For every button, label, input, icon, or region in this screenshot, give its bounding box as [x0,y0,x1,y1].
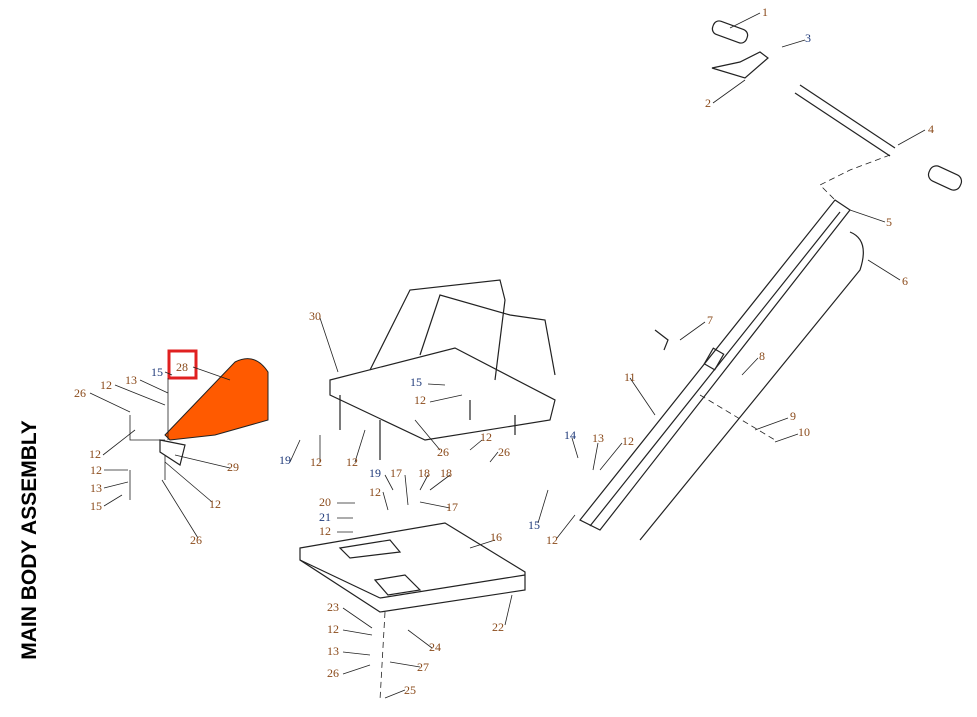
callout-label: 28 [176,360,188,374]
callout-label: 12 [414,393,426,407]
callout-label: 18 [418,466,430,480]
callout-label: 12 [89,447,101,461]
callout-label: 17 [446,500,458,514]
callout-label: 12 [480,430,492,444]
callout-label: 12 [310,455,322,469]
callout-label: 17 [390,466,402,480]
callout-label: 5 [886,215,892,229]
callout-label: 11 [624,370,636,384]
callout-label: 3 [805,31,811,45]
callout-label: 8 [759,349,765,363]
callout-label: 25 [404,683,416,697]
callout-label: 12 [209,497,221,511]
callout-label: 26 [74,386,86,400]
callout-label: 20 [319,495,331,509]
callout-label: 24 [429,640,441,654]
handle-tube [579,199,864,541]
callout-label: 21 [319,510,331,524]
callout-label: 12 [346,455,358,469]
handle-bar [711,20,963,201]
callout-label: 19 [279,453,291,467]
leader-lines [89,12,926,699]
callout-label: 26 [327,666,339,680]
callout-label: 26 [437,445,449,459]
callout-label: 18 [440,466,452,480]
callout-label: 12 [546,533,558,547]
callout-label: 13 [125,373,137,387]
highlight-box [167,349,198,380]
callout-label: 26 [498,445,510,459]
callout-label: 12 [327,622,339,636]
callout-label: 6 [902,274,908,288]
callout-label: 12 [369,485,381,499]
callout-label: 15 [151,365,163,379]
callout-label: 26 [190,533,202,547]
base-plate [299,522,526,701]
callout-label: 13 [90,481,102,495]
callout-label: 15 [410,375,422,389]
belt-cover [159,349,269,466]
callout-label: 12 [100,378,112,392]
callout-label: 2 [705,96,711,110]
callout-label: 19 [369,466,381,480]
callout-label: 16 [490,530,502,544]
callout-label: 10 [798,425,810,439]
callout-label: 4 [928,122,934,136]
callout-label: 15 [528,518,540,532]
callout-label: 27 [417,660,429,674]
callout-label: 12 [90,463,102,477]
callout-label: 23 [327,600,339,614]
callout-label: 12 [319,524,331,538]
callout-label: 12 [622,434,634,448]
callout-label: 1 [762,5,768,19]
callout-label: 15 [90,499,102,513]
basket-frame [329,279,556,460]
callout-label: 30 [309,309,321,323]
callout-label: 7 [707,313,713,327]
callout-label: 29 [227,460,239,474]
callout-label: 9 [790,409,796,423]
callout-label: 14 [564,428,576,442]
callout-label: 22 [492,620,504,634]
callout-label: 13 [327,644,339,658]
callout-label: 13 [592,431,604,445]
